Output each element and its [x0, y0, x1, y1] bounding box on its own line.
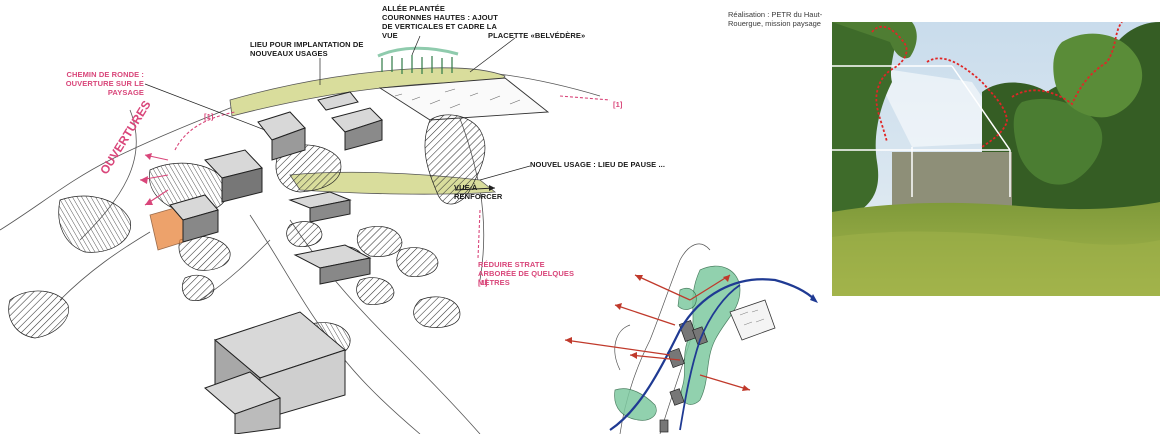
label-allee: ALLÉE PLANTÉE — [382, 4, 445, 13]
placette-area — [378, 77, 550, 121]
tree-row — [381, 55, 453, 74]
label-nouvel-usage: NOUVEL USAGE : LIEU DE PAUSE ... — [530, 160, 666, 169]
label-chemin: CHEMIN DE RONDE : OUVERTURE SUR LE PAYSA… — [65, 70, 144, 97]
photo-red-contour — [871, 22, 1123, 148]
buildings — [169, 91, 383, 434]
plan-diagram — [564, 243, 818, 434]
label-vue: VUE À RENFORCER — [454, 183, 503, 201]
perspective-sketch — [0, 35, 611, 434]
ref-1-a: [1] — [204, 112, 214, 121]
plan-vegetation — [614, 265, 741, 421]
tree-masses — [8, 114, 486, 359]
blue-path-arrow — [609, 278, 816, 431]
label-reduire: RÉDUIRE STRATE ARBORÉE DE QUELQUES MÈTRE… — [478, 260, 575, 287]
photo-frame-lines — [832, 65, 1011, 197]
plan-buildings — [659, 320, 708, 433]
plan-placette — [729, 299, 776, 341]
ref-1-c: [1] — [478, 278, 488, 287]
label-lieu-usages: LIEU POUR IMPLANTATION DE NOUVEAUX USAGE… — [250, 40, 364, 58]
red-view-arrows — [564, 274, 751, 391]
credit-text: Réalisation : PETR du Haut-Rouergue, mis… — [728, 10, 823, 28]
ref-1-b: [1] — [613, 100, 623, 109]
leader-lines — [144, 35, 531, 181]
vue-arrow — [454, 187, 496, 191]
photo-trees-left — [832, 22, 896, 222]
label-couronnes: COURONNES HAUTES : AJOUT DE VERTICALES E… — [382, 13, 498, 40]
label-placette: PLACETTE «BELVÉDÈRE» — [488, 31, 586, 40]
site-photo — [832, 22, 1160, 296]
